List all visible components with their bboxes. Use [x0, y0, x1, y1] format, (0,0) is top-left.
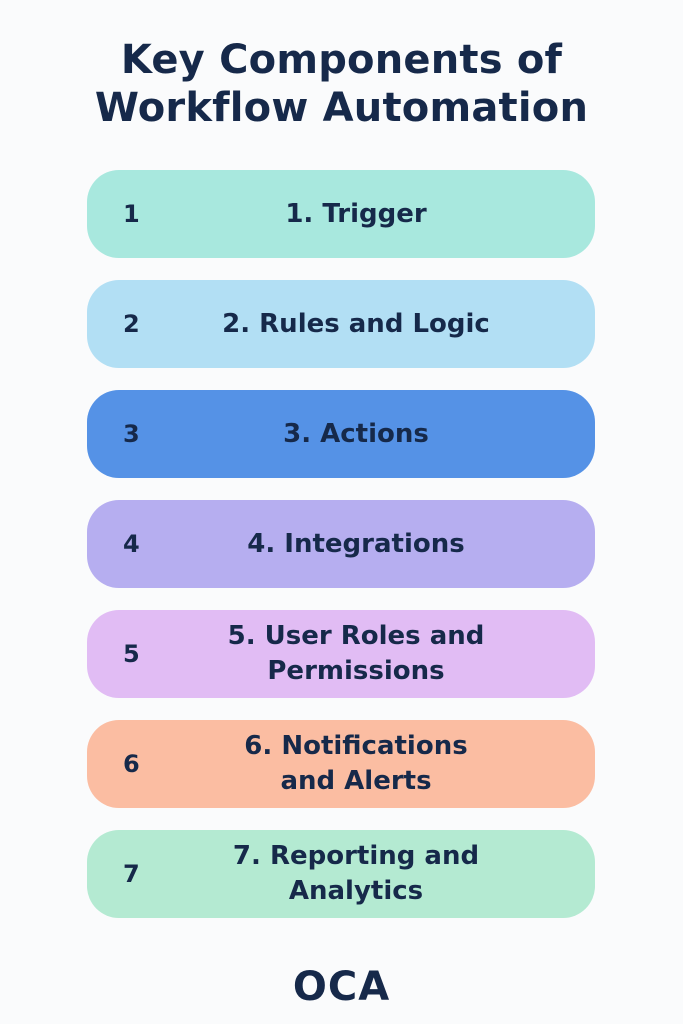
- item-label: 6. Notifications and Alerts: [244, 731, 468, 796]
- page-title: Key Components of Workflow Automation: [94, 37, 589, 131]
- item-number: 1: [123, 200, 140, 228]
- item-number: 7: [123, 860, 140, 888]
- item-number: 2: [123, 310, 140, 338]
- item-number: 4: [123, 530, 140, 558]
- component-item-reporting: 7 7. Reporting and Analytics: [87, 830, 595, 918]
- footer-logo: OCA: [292, 964, 391, 1010]
- item-label: 1. Trigger: [285, 198, 427, 229]
- component-item-integrations: 4 4. Integrations: [87, 500, 595, 588]
- component-item-trigger: 1 1. Trigger: [87, 170, 595, 258]
- item-label: 4. Integrations: [247, 528, 465, 559]
- component-item-rules-and-logic: 2 2. Rules and Logic: [87, 280, 595, 368]
- components-list: 1 1. Trigger 2 2. Rules and Logic 3 3. A…: [87, 170, 595, 940]
- item-label: 7. Reporting and Analytics: [232, 841, 480, 906]
- component-item-user-roles: 5 5. User Roles and Permissions: [87, 610, 595, 698]
- item-number: 3: [123, 420, 140, 448]
- item-label: 3. Actions: [283, 418, 429, 449]
- item-number: 5: [123, 640, 140, 668]
- item-label: 5. User Roles and Permissions: [227, 621, 485, 686]
- item-number: 6: [123, 750, 140, 778]
- component-item-actions: 3 3. Actions: [87, 390, 595, 478]
- item-label: 2. Rules and Logic: [222, 308, 490, 339]
- component-item-notifications: 6 6. Notifications and Alerts: [87, 720, 595, 808]
